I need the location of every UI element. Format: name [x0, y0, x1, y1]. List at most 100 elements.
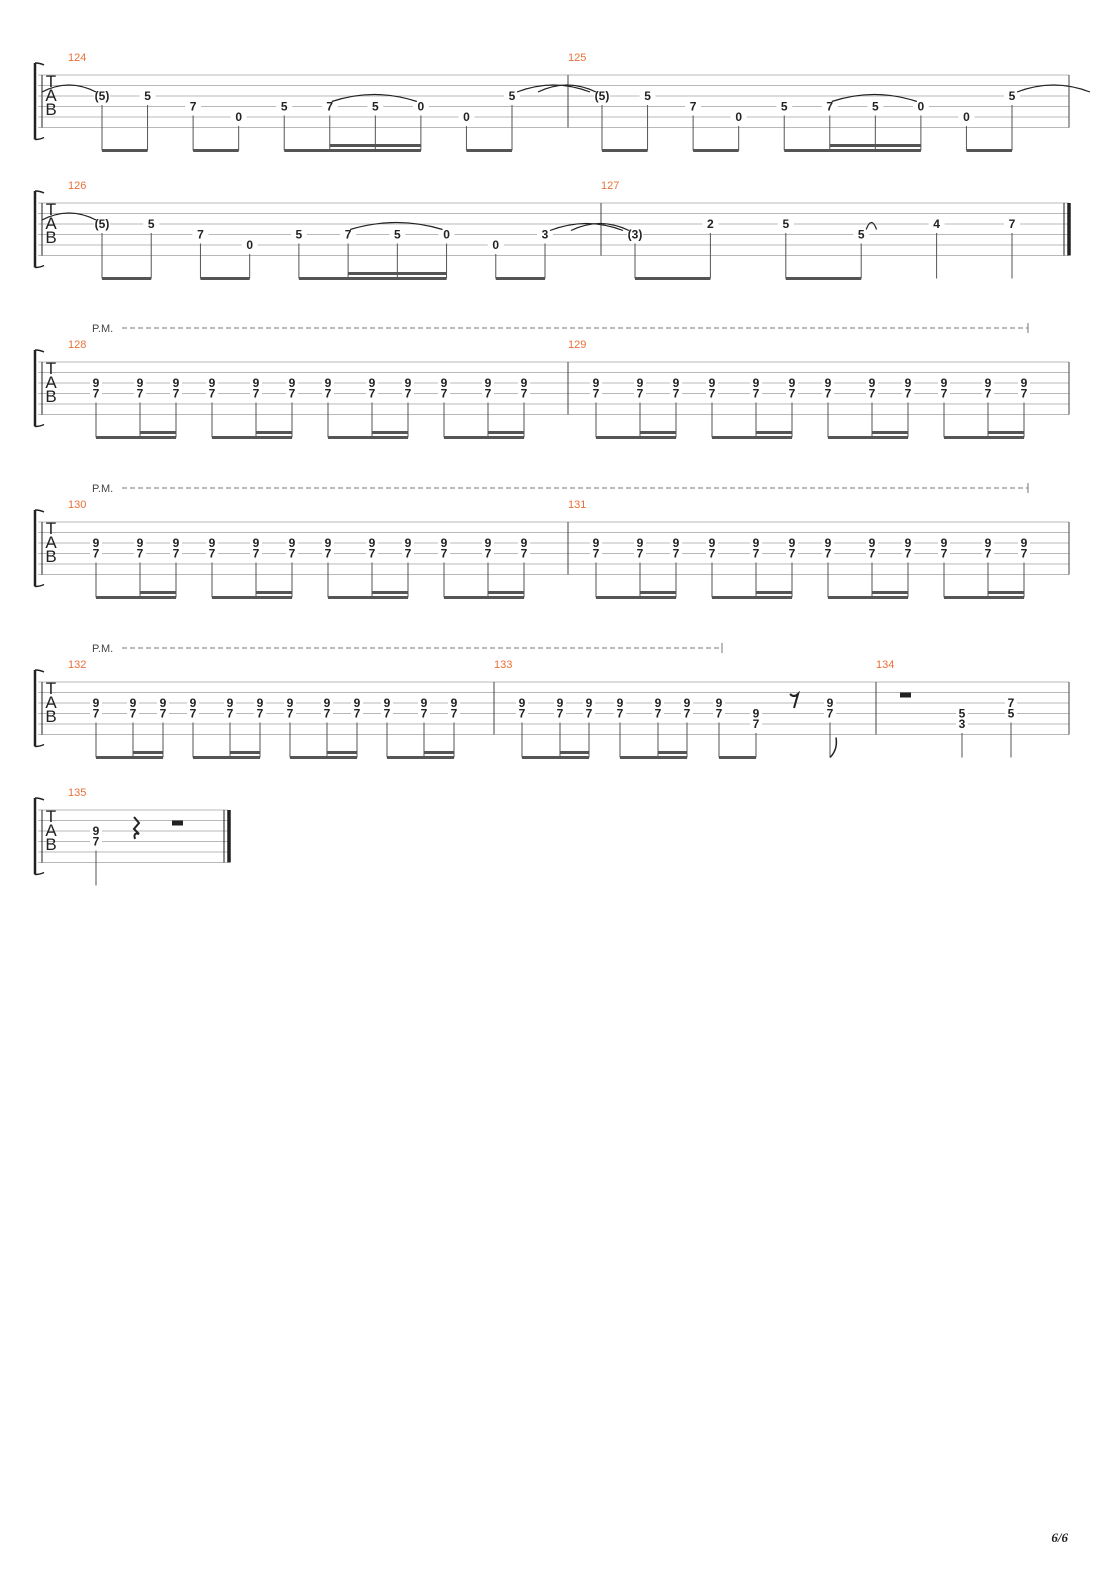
fret-number: 9 [593, 376, 600, 390]
fret-mask [614, 697, 626, 719]
fret-number: 7 [441, 387, 448, 401]
fret-mask [367, 100, 384, 113]
fret-mask [822, 377, 834, 399]
bracket-top-curl [34, 797, 45, 801]
fret-number: 7 [209, 387, 216, 401]
fret-mask [867, 100, 884, 113]
fret-number: 7 [673, 547, 680, 561]
fret-mask [982, 537, 994, 559]
fret-number: 9 [354, 696, 361, 710]
tab-clef-letter: T [46, 519, 56, 538]
fret-mask [685, 100, 702, 113]
fret-number: 9 [384, 696, 391, 710]
fret-number: 9 [827, 696, 834, 710]
fret-number: 9 [673, 376, 680, 390]
fret-mask [286, 537, 298, 559]
palm-mute-label: P.M. [92, 323, 113, 335]
measure-number: 129 [568, 339, 586, 351]
fret-number: 7 [827, 707, 834, 721]
fret-mask [634, 537, 646, 559]
measure-number: 130 [68, 499, 86, 511]
fret-mask [487, 239, 504, 251]
fret-number: 7 [825, 387, 832, 401]
fret-number: 3 [542, 228, 549, 242]
fret-number: 7 [93, 547, 100, 561]
fret-number: (5) [95, 89, 110, 103]
fret-number: 9 [137, 376, 144, 390]
fret-number: 9 [519, 696, 526, 710]
tab-clef-letter: A [45, 86, 57, 105]
fret-number: 5 [144, 89, 151, 103]
fret-mask [250, 537, 262, 559]
tab-clef-letter: B [45, 387, 56, 406]
tie-arc [831, 93, 918, 103]
fret-number: 0 [246, 238, 253, 252]
tie-arc [1016, 84, 1091, 93]
fret-number: 9 [637, 376, 644, 390]
fret-mask [786, 537, 798, 559]
tab-clef-letter: T [46, 679, 56, 698]
tab-clef-letter: B [45, 547, 56, 566]
fret-mask [402, 537, 414, 559]
fret-number: 9 [557, 696, 564, 710]
fret-mask [254, 697, 266, 719]
fret-mask [706, 377, 718, 399]
fret-mask [381, 697, 393, 719]
fret-mask [402, 377, 414, 399]
fret-mask [853, 228, 870, 241]
fret-number: 9 [753, 536, 760, 550]
fret-mask [702, 218, 719, 230]
fret-number: 9 [253, 536, 260, 550]
fret-mask [750, 537, 762, 559]
fret-mask [590, 377, 602, 399]
fret-number: 7 [637, 547, 644, 561]
fret-number: 9 [825, 536, 832, 550]
fret-number: 9 [789, 536, 796, 550]
fret-mask [366, 377, 378, 399]
fret-mask [250, 377, 262, 399]
fret-number: 7 [137, 547, 144, 561]
measure-number: 132 [68, 659, 86, 671]
fret-mask [134, 377, 146, 399]
fret-number: 9 [485, 536, 492, 550]
measure-number: 124 [68, 52, 86, 64]
fret-number: 7 [173, 387, 180, 401]
fret-number: 7 [485, 547, 492, 561]
fret-number: 9 [130, 696, 137, 710]
bracket-top-curl [34, 62, 45, 66]
fret-mask [821, 100, 838, 113]
fret-number: 7 [441, 547, 448, 561]
tie-arc [570, 222, 630, 232]
fret-number: 9 [173, 376, 180, 390]
fret-number: 5 [509, 89, 516, 103]
measure-number: 127 [601, 180, 619, 192]
fret-number: 5 [781, 100, 788, 114]
fret-number: 9 [941, 376, 948, 390]
fret-number: 7 [709, 387, 716, 401]
fret-number: 9 [905, 376, 912, 390]
fret-number: 0 [235, 110, 242, 124]
fret-mask [634, 377, 646, 399]
fret-mask [750, 707, 762, 730]
fret-number: 5 [296, 228, 303, 242]
fret-number: 7 [325, 387, 332, 401]
fret-mask [321, 100, 338, 113]
fret-number: 7 [753, 387, 760, 401]
fret-number: 9 [985, 376, 992, 390]
fret-number: 9 [369, 536, 376, 550]
fret-number: 7 [789, 387, 796, 401]
fret-number: 9 [637, 536, 644, 550]
tie-arc [41, 212, 97, 221]
tab-clef-letter: B [45, 228, 56, 247]
fret-number: 7 [593, 387, 600, 401]
fret-mask [448, 697, 460, 719]
fret-number: 7 [485, 387, 492, 401]
measure-number: 133 [494, 659, 512, 671]
fret-mask [143, 218, 160, 230]
fret-mask [286, 377, 298, 399]
fret-mask [824, 697, 836, 719]
fret-mask [958, 111, 975, 123]
fret-mask [516, 697, 528, 719]
fret-mask [1004, 218, 1020, 230]
